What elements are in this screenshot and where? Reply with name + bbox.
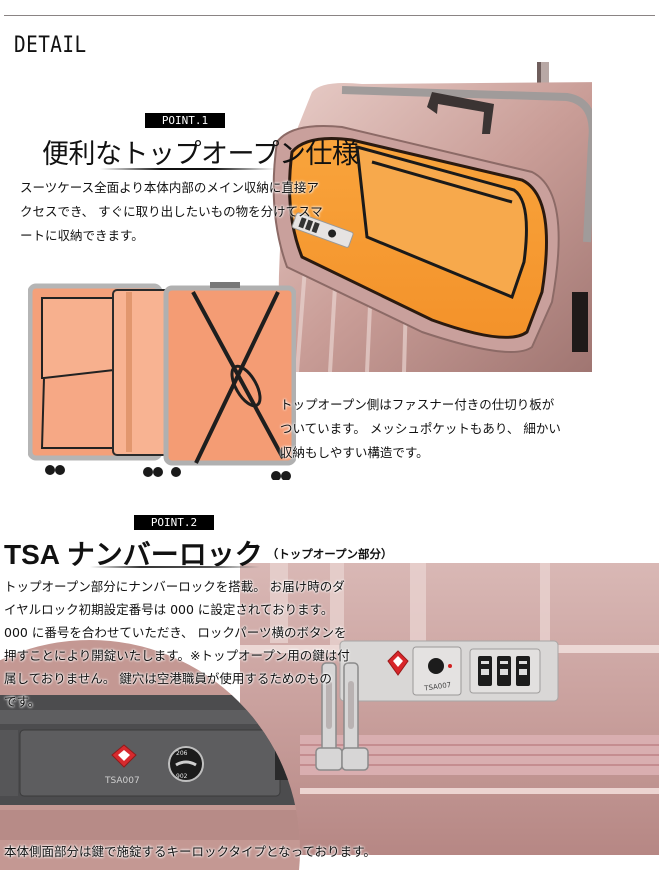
svg-text:TSA007: TSA007 bbox=[104, 776, 140, 786]
description-line: です。 bbox=[4, 694, 41, 709]
point-1-underline bbox=[100, 168, 275, 170]
top-divider bbox=[4, 15, 655, 16]
side-lock-caption: 本体側面部分は鍵で施錠するキーロックタイプとなっております。 bbox=[4, 842, 376, 862]
description-line: スーツケース全面より本体内部のメイン収納に直接ア bbox=[20, 180, 319, 195]
description-line: クセスでき、 すぐに取り出したいもの物を分けてスマ bbox=[20, 204, 323, 219]
point-1-heading: 便利なトップオープン仕様 bbox=[42, 139, 359, 170]
svg-text:206: 206 bbox=[176, 750, 188, 757]
page-title: DETAIL bbox=[14, 33, 87, 58]
note-line: 収納もしやすい構造です。 bbox=[280, 445, 429, 460]
description-line: イヤルロック初期設定番号は 000 に設定されております。 bbox=[4, 602, 334, 617]
svg-text:TSA007: TSA007 bbox=[423, 681, 452, 693]
opened-suitcase-interior-photo bbox=[28, 282, 296, 480]
point-1-description: スーツケース全面より本体内部のメイン収納に直接ア クセスでき、 すぐに取り出した… bbox=[20, 176, 323, 248]
point-1-divider-note: トップオープン側はファスナー付きの仕切り板が ついています。 メッシュポケットも… bbox=[280, 393, 561, 465]
description-line: 000 に番号を合わせていただき、 ロックパーツ横のボタンを bbox=[4, 625, 347, 640]
point-2-heading-main: TSA ナンバーロック bbox=[4, 539, 263, 570]
point-2-description: トップオープン部分にナンバーロックを搭載。 お届け時のダ イヤルロック初期設定番… bbox=[4, 575, 350, 713]
svg-text:902: 902 bbox=[176, 773, 188, 780]
caption-line: 本体側面部分は鍵で施錠するキーロックタイプとなっております。 bbox=[4, 844, 376, 859]
note-line: ついています。 メッシュポケットもあり、 細かい bbox=[280, 421, 561, 436]
point-2-underline bbox=[90, 566, 260, 568]
point-2-heading-sub: （トップオープン部分） bbox=[266, 547, 393, 561]
note-line: トップオープン側はファスナー付きの仕切り板が bbox=[280, 397, 555, 412]
description-line: 属しておりません。 鍵穴は空港職員が使用するためのもの bbox=[4, 671, 332, 686]
description-line: トップオープン部分にナンバーロックを搭載。 お届け時のダ bbox=[4, 579, 345, 594]
top-open-suitcase-photo bbox=[272, 62, 592, 372]
point-1-badge: POINT.1 bbox=[145, 113, 225, 128]
point-2-heading: TSA ナンバーロック（トップオープン部分） bbox=[4, 533, 393, 573]
point-2-badge: POINT.2 bbox=[134, 515, 214, 530]
tsa-number-lock-photo: TSA007 bbox=[240, 563, 659, 855]
description-line: 押すことにより開錠いたします。※トップオープン用の鍵は付 bbox=[4, 648, 350, 663]
description-line: ートに収納できます。 bbox=[20, 228, 144, 243]
